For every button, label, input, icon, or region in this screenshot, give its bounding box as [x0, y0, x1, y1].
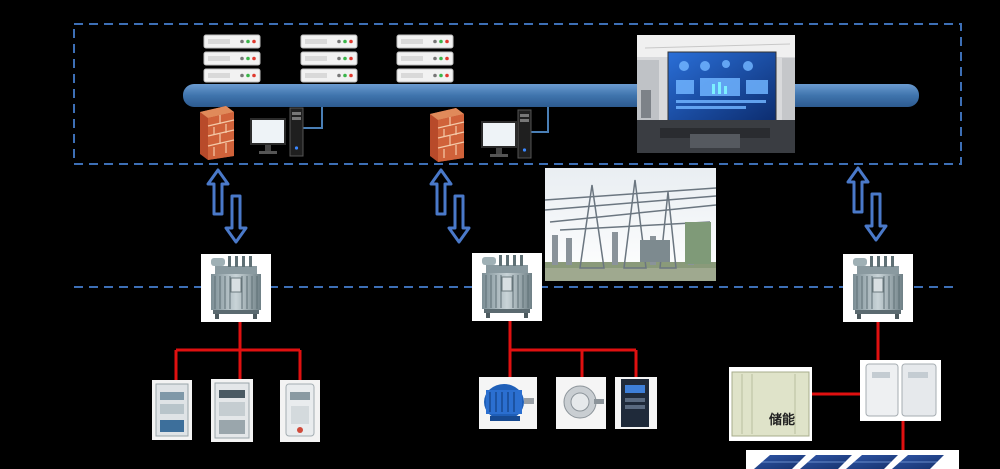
monitor-icon — [250, 118, 286, 154]
bidirectional-arrow-icon — [206, 168, 248, 244]
tower-pc-icon — [289, 107, 304, 157]
frequency-inverter-icon — [615, 377, 657, 429]
power-wiring — [174, 321, 905, 450]
solar-panel-icon — [746, 450, 959, 469]
bidirectional-arrow-icon — [846, 166, 888, 242]
transformer-icon — [200, 253, 272, 323]
firewall-icon — [199, 105, 235, 161]
control-room-photo — [637, 35, 795, 153]
network-bus-bar — [183, 84, 919, 107]
server-rack-icon — [203, 34, 261, 83]
electric-meter-icon — [280, 380, 320, 442]
control-layer-border — [73, 23, 962, 165]
motor-icon — [479, 377, 537, 429]
tower-pc-icon — [517, 109, 532, 159]
substation-photo — [544, 168, 717, 281]
electric-meter-icon — [211, 379, 253, 442]
monitor-icon — [481, 121, 517, 157]
bidirectional-arrow-icon — [429, 168, 471, 244]
server-rack-icon — [396, 34, 454, 83]
bidirectional-arrow-icon — [441, 246, 449, 284]
firewall-icon — [429, 107, 465, 163]
storage-label: 储能 — [768, 412, 795, 428]
electric-meter-icon — [152, 380, 192, 440]
solar-inverter-icon — [860, 360, 941, 421]
motor-icon — [556, 377, 606, 429]
transformer-icon — [471, 252, 543, 322]
server-rack-icon — [300, 34, 358, 83]
energy-storage-container-icon: 储能 — [729, 367, 812, 441]
transformer-icon — [842, 253, 914, 323]
